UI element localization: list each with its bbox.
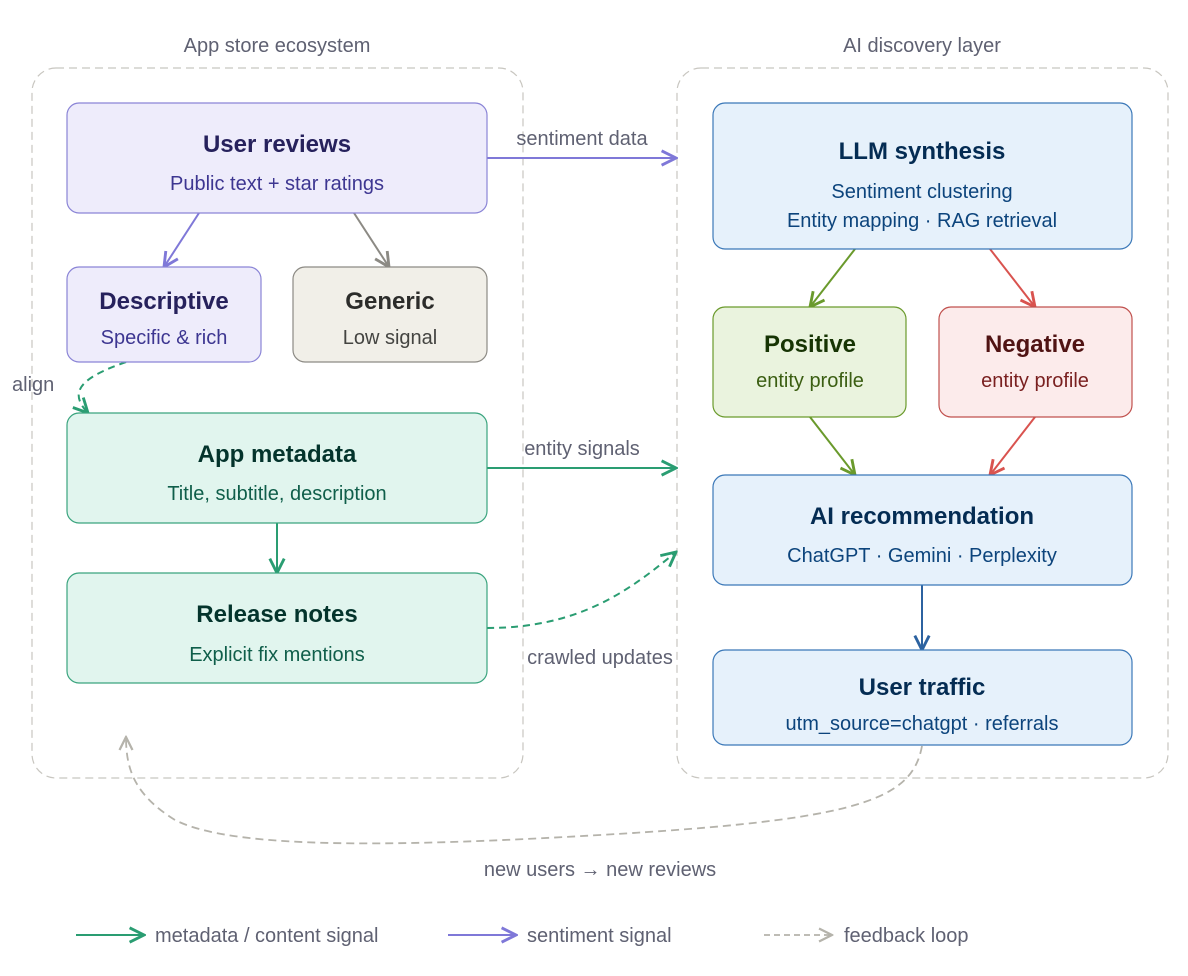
edge-feedback-loop: new users → new reviews: [126, 737, 923, 881]
node-subtitle: utm_source=chatgpt · referrals: [786, 713, 1059, 735]
node-subtitle: Low signal: [343, 327, 438, 349]
node-generic[interactable]: Generic Low signal: [292, 266, 488, 363]
node-descriptive[interactable]: Descriptive Specific & rich: [66, 266, 262, 363]
legend-label-sentiment: sentiment signal: [527, 925, 672, 947]
node-positive[interactable]: Positive entity profile: [712, 306, 907, 418]
node-title: Release notes: [196, 601, 357, 628]
node-subtitle: Title, subtitle, description: [167, 483, 386, 505]
node-subtitle: Sentiment clustering: [831, 181, 1012, 203]
node-title: Positive: [764, 331, 856, 358]
group-title-app-store: App store ecosystem: [184, 35, 371, 57]
node-user-traffic[interactable]: User traffic utm_source=chatgpt · referr…: [712, 649, 1133, 746]
edge-crawled-updates: crawled updates: [486, 552, 676, 669]
edge-reviews-descriptive: [164, 212, 200, 267]
node-title: LLM synthesis: [839, 138, 1006, 165]
node-subtitle: entity profile: [756, 370, 864, 392]
node-title: Generic: [345, 288, 434, 315]
edge-label-align: align: [12, 374, 54, 396]
group-ai-layer: AI discovery layer: [676, 35, 1169, 779]
edge-positive-recommendation: [809, 416, 855, 475]
node-title: App metadata: [198, 441, 357, 468]
edge-label-entity-signals: entity signals: [524, 438, 640, 460]
node-subtitle: entity profile: [981, 370, 1089, 392]
edge-llm-positive: [810, 248, 856, 307]
legend-label-feedback: feedback loop: [844, 925, 969, 947]
edge-entity-signals: entity signals: [487, 438, 676, 468]
node-subtitle: Public text + star ratings: [170, 173, 384, 195]
edge-label-crawled-updates: crawled updates: [527, 647, 673, 669]
node-user-reviews[interactable]: User reviews Public text + star ratings: [66, 102, 488, 214]
node-app-metadata[interactable]: App metadata Title, subtitle, descriptio…: [66, 412, 488, 524]
legend-label-metadata: metadata / content signal: [155, 925, 378, 947]
node-subtitle-2: Entity mapping · RAG retrieval: [787, 210, 1057, 232]
legend-item-feedback: feedback loop: [764, 925, 969, 947]
node-release-notes[interactable]: Release notes Explicit fix mentions: [66, 572, 488, 684]
group-app-store: App store ecosystem: [31, 35, 524, 779]
node-ai-recommendation[interactable]: AI recommendation ChatGPT · Gemini · Per…: [712, 474, 1133, 586]
legend-item-sentiment: sentiment signal: [448, 925, 672, 947]
edge-label-feedback: new users → new reviews: [484, 859, 716, 881]
node-subtitle: Specific & rich: [101, 327, 228, 349]
node-negative[interactable]: Negative entity profile: [938, 306, 1133, 418]
node-subtitle: ChatGPT · Gemini · Perplexity: [787, 545, 1057, 567]
node-subtitle: Explicit fix mentions: [189, 644, 365, 666]
node-title: Descriptive: [99, 288, 228, 315]
node-title: Negative: [985, 331, 1085, 358]
edge-reviews-generic: [353, 212, 389, 267]
node-title: User reviews: [203, 131, 351, 158]
node-title: AI recommendation: [810, 503, 1034, 530]
edge-llm-negative: [989, 248, 1035, 307]
edge-align: align: [12, 361, 127, 413]
legend: metadata / content signal sentiment sign…: [76, 925, 969, 947]
edge-sentiment-data: sentiment data: [487, 128, 676, 158]
node-title: User traffic: [859, 674, 986, 701]
legend-item-metadata: metadata / content signal: [76, 925, 378, 947]
edge-label-sentiment-data: sentiment data: [516, 128, 648, 150]
group-title-ai-layer: AI discovery layer: [843, 35, 1001, 57]
edge-negative-recommendation: [990, 416, 1036, 475]
node-llm-synthesis[interactable]: LLM synthesis Sentiment clustering Entit…: [712, 102, 1133, 250]
